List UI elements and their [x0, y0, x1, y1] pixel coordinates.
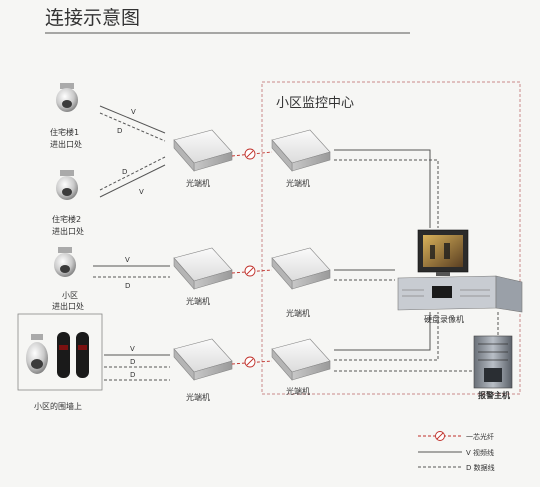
video-line — [99, 105, 166, 134]
line-label-d: D — [130, 358, 135, 366]
video-line — [334, 149, 431, 228]
dome-camera-icon — [54, 247, 76, 277]
line-label-d: D — [130, 371, 135, 379]
line-label-d: D — [117, 127, 122, 135]
wall-camera-frame — [17, 313, 103, 391]
monitoring-center-title: 小区监控中心 — [276, 96, 354, 111]
camera-3-label-1: 小区 — [62, 291, 78, 300]
fiber-converter-icon — [271, 338, 331, 381]
fiber-converter-label: 光端机 — [186, 392, 210, 402]
line-label-v: V — [139, 188, 144, 196]
alarm-host-label: 报警主机 — [478, 390, 510, 400]
data-line — [99, 156, 166, 191]
data-line — [334, 159, 439, 228]
line-label-d: D — [122, 168, 127, 176]
legend-video-label: V 视频线 — [466, 448, 494, 457]
camera-1-label-1: 住宅楼1 — [50, 127, 79, 137]
fiber-converter-icon — [173, 129, 233, 172]
fiber-connector-icon — [244, 265, 256, 277]
fiber-connector-icon — [244, 356, 256, 368]
fiber-converter-label: 光端机 — [186, 296, 210, 306]
beam-detector-icon — [57, 332, 89, 378]
fiber-converter-icon — [173, 247, 233, 290]
fiber-converter-label: 光端机 — [286, 178, 310, 188]
camera-1-label-2: 进出口处 — [50, 139, 82, 149]
data-line — [99, 112, 166, 142]
dvr-icon — [397, 275, 523, 313]
line-label-d: D — [125, 282, 130, 290]
fiber-converter-label: 光端机 — [286, 308, 310, 318]
fiber-converter-icon — [173, 338, 233, 381]
camera-2-label-1: 住宅楼2 — [52, 214, 81, 224]
page-title: 连接示意图 — [45, 7, 140, 29]
video-line — [99, 164, 166, 198]
data-line — [334, 312, 439, 361]
video-line — [334, 312, 431, 351]
fiber-converter-label: 光端机 — [186, 178, 210, 188]
fiber-converter-icon — [271, 129, 331, 172]
line-label-v: V — [130, 345, 135, 353]
legend-fiber-label: 一芯光纤 — [466, 432, 494, 441]
legend-data-label: D 数据线 — [466, 463, 495, 472]
dome-camera-icon — [56, 83, 78, 112]
fiber-connector-icon — [435, 431, 445, 441]
fiber-connector-icon — [244, 148, 256, 160]
line-label-v: V — [131, 108, 136, 116]
legend: 一芯光纤 V 视频线 D 数据线 — [418, 431, 495, 472]
camera-4-label: 小区的围墙上 — [34, 401, 82, 411]
camera-3-label-2: 进出口处 — [52, 301, 84, 311]
dome-camera-icon — [56, 170, 78, 200]
alarm-host-icon — [473, 335, 513, 389]
monitor-icon — [417, 229, 469, 276]
fiber-converter-label: 光端机 — [286, 386, 310, 396]
dome-camera-icon — [26, 334, 48, 374]
camera-2-label-2: 进出口处 — [52, 226, 84, 236]
line-label-v: V — [125, 256, 130, 264]
fiber-converter-icon — [271, 247, 331, 290]
dvr-label: 硬盘录像机 — [424, 314, 464, 324]
